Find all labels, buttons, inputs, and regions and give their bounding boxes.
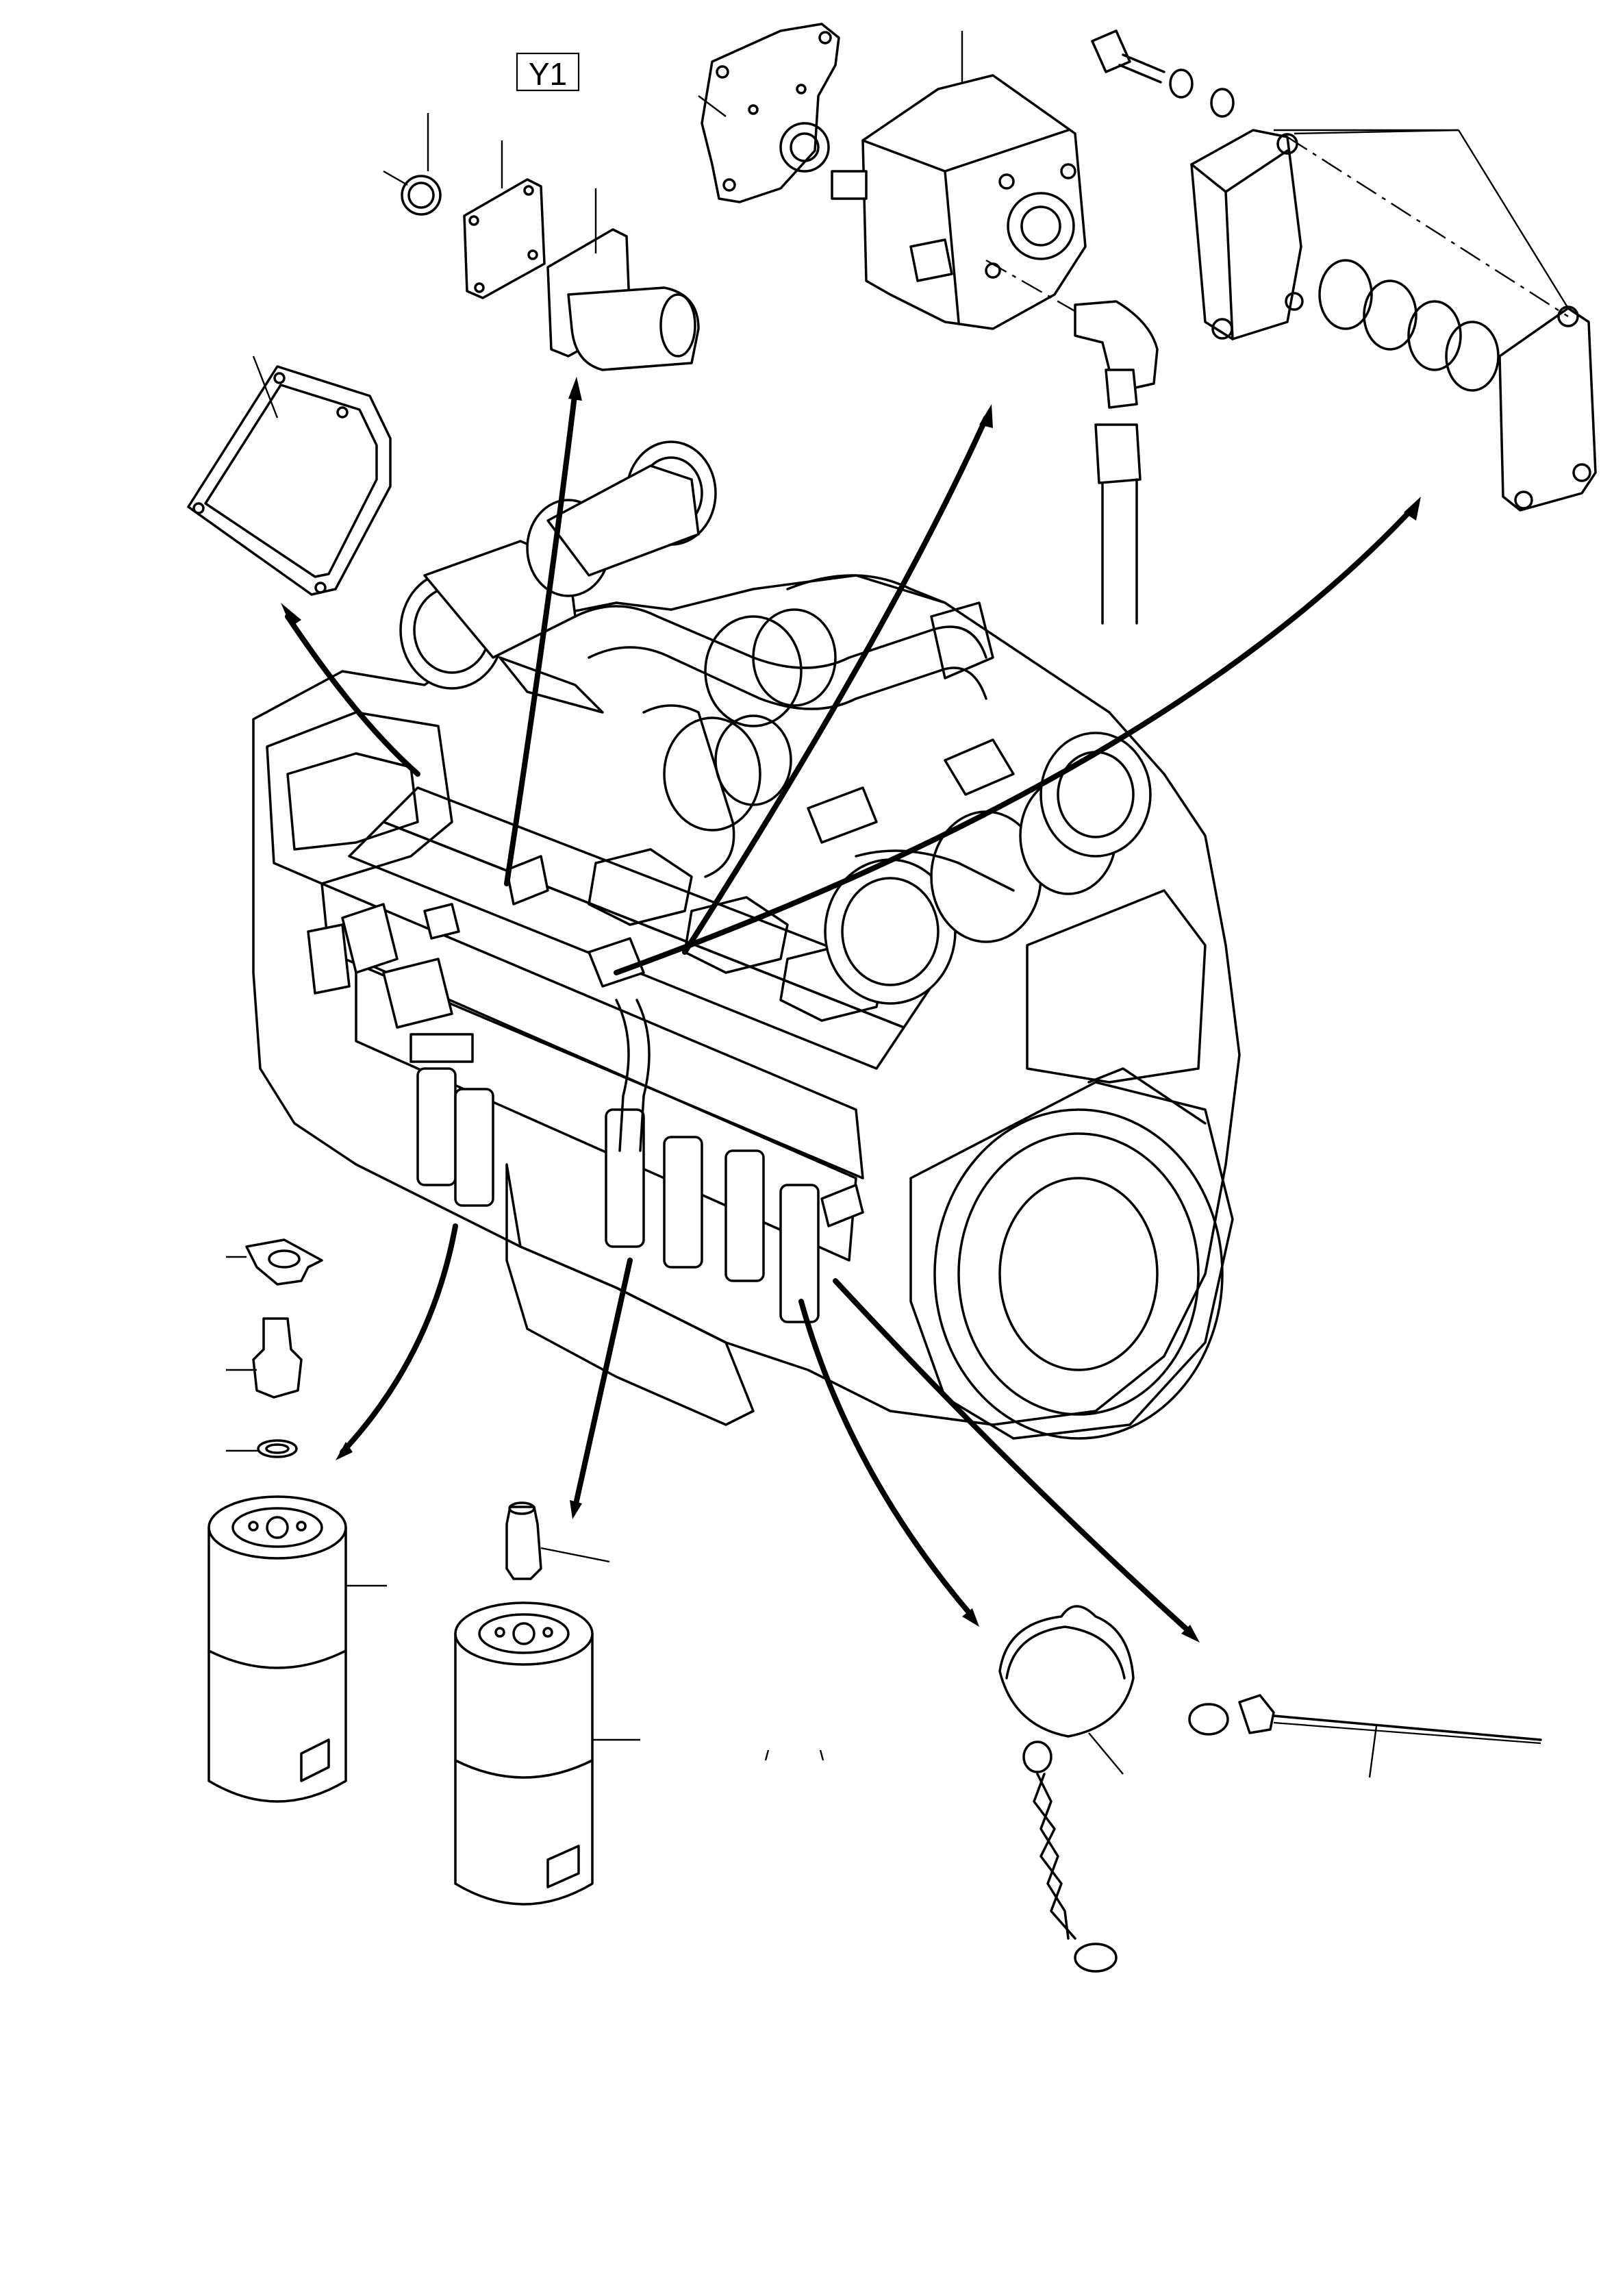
- pump-plate-part: [698, 23, 840, 203]
- turbochargers: [399, 440, 1152, 1005]
- spin-on-filter-center: [454, 1501, 640, 1906]
- view-label-text: Y1: [529, 56, 567, 92]
- tick-marks: [764, 1749, 824, 1761]
- pointer-arrows: [281, 377, 1421, 1643]
- mounted-filters: [416, 999, 820, 1323]
- oil-pump-part: [831, 31, 1087, 330]
- filter-head-part: [1091, 29, 1597, 512]
- filler-cap-part: [998, 1605, 1135, 1973]
- cover-plate-part: [383, 113, 700, 371]
- elbow-hose-part: [1074, 300, 1159, 625]
- sensor-cluster: [307, 855, 864, 1227]
- view-label: Y1: [516, 52, 580, 92]
- gasket-part: [187, 355, 392, 596]
- pressure-sender-part: [226, 1238, 323, 1458]
- spin-on-filter-left: [207, 1495, 387, 1803]
- dipstick-part: [1188, 1694, 1542, 1778]
